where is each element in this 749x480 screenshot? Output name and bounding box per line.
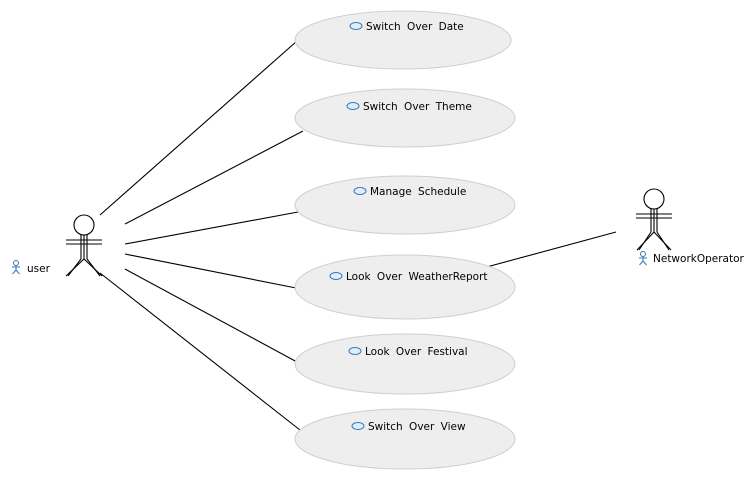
association-user-switch-over-theme[interactable] [124,130,304,225]
actor-user[interactable]: user [12,214,103,277]
use-case-switch-over-date[interactable]: Switch Over Date [294,10,512,70]
actor-label: user [27,263,51,275]
use-case-label: Switch Over Date [366,21,464,33]
associations [99,40,617,431]
actor-figure [636,188,672,251]
association-networkoperator-look-over-weatherreport[interactable] [482,231,617,269]
use-case-icon [351,422,365,430]
association-user-switch-over-date[interactable] [99,40,298,216]
use-case-icon [346,102,360,110]
use-case-look-over-festival[interactable]: Look Over Festival [294,333,516,395]
actor-label: NetworkOperator [653,253,745,265]
use-case-label: Switch Over View [368,421,466,433]
use-case-icon [348,347,362,355]
use-case-label: Look Over Festival [365,346,468,358]
association-user-manage-schedule[interactable] [124,211,299,245]
use-case-manage-schedule[interactable]: Manage Schedule [294,175,516,235]
use-case-switch-over-view[interactable]: Switch Over View [294,408,516,470]
association-user-switch-over-view[interactable] [99,272,301,431]
use-case-look-over-weatherreport[interactable]: Look Over WeatherReport [294,254,516,320]
actor-figure [65,214,103,277]
use-case-label: Manage Schedule [370,186,466,198]
use-case-switch-over-theme[interactable]: Switch Over Theme [294,88,516,148]
actor-icon [12,260,20,275]
actor-icon [639,251,647,266]
use-case-icon [353,187,367,195]
use-case-label: Look Over WeatherReport [346,271,488,283]
use-case-label: Switch Over Theme [363,101,472,113]
association-user-look-over-festival[interactable] [124,268,298,363]
use-case-icon [329,272,343,280]
association-user-look-over-weatherreport[interactable] [124,253,297,289]
use-case-icon [349,22,363,30]
actor-network-operator[interactable]: NetworkOperator [636,188,745,266]
